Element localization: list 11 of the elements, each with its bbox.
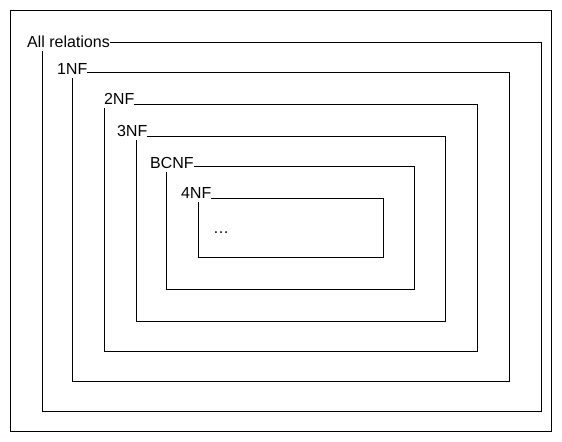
nested-set-box (136, 136, 446, 322)
set-label: 2NF (104, 92, 134, 108)
set-label: 4NF (181, 186, 212, 202)
nested-set-box (104, 104, 478, 352)
set-label: All relations (27, 35, 110, 51)
nested-set-box (10, 10, 552, 432)
set-label: 3NF (117, 124, 148, 140)
set-label: BCNF (150, 156, 194, 172)
nested-set-box (72, 72, 510, 382)
nested-set-box (198, 198, 384, 258)
set-label: 1NF (57, 62, 88, 78)
